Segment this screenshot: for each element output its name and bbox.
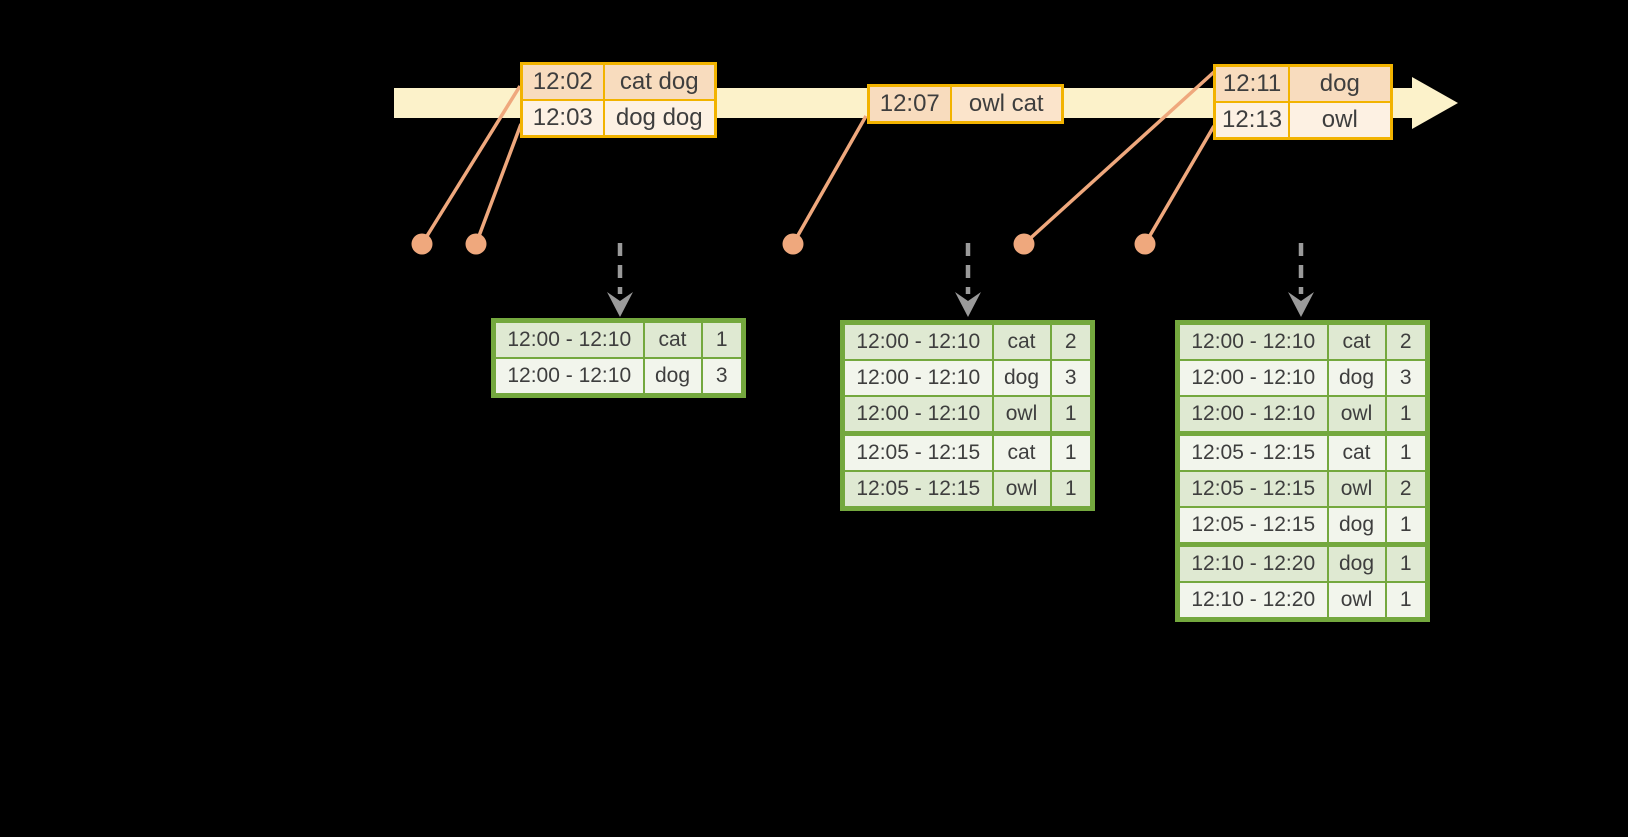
event-dot: [1134, 233, 1156, 255]
table-row: 12:00 - 12:10 cat 2: [841, 321, 1094, 361]
input-events-table-2: 12:07 owl cat: [867, 84, 1064, 124]
count-cell: 2: [1384, 470, 1429, 508]
words-cell: dog dog: [602, 99, 717, 138]
count-cell: 3: [1384, 359, 1429, 397]
table-row: 12:10 - 12:20 owl 1: [1176, 581, 1429, 621]
event-dot: [782, 233, 804, 255]
word-cell: cat: [991, 431, 1052, 472]
count-cell: 1: [700, 319, 745, 359]
table-row: 12:02 cat dog: [520, 62, 717, 101]
window-cell: 12:05 - 12:15: [1176, 470, 1329, 508]
word-cell: dog: [642, 357, 703, 397]
words-cell: owl cat: [949, 84, 1064, 124]
count-cell: 1: [1384, 542, 1429, 583]
window-cell: 12:00 - 12:10: [492, 319, 645, 359]
window-cell: 12:05 - 12:15: [1176, 506, 1329, 546]
table-row: 12:00 - 12:10 owl 1: [841, 395, 1094, 435]
word-cell: dog: [1326, 506, 1387, 546]
timeline-arrowhead-icon: [1412, 77, 1458, 129]
time-cell: 12:03: [520, 99, 605, 138]
trigger-arrowhead-icon: [1288, 292, 1314, 317]
window-cell: 12:10 - 12:20: [1176, 581, 1329, 621]
trigger-arrowhead-icon: [607, 292, 633, 317]
count-cell: 3: [1049, 359, 1094, 397]
window-cell: 12:00 - 12:10: [1176, 395, 1329, 435]
input-events-table-3: 12:11 dog 12:13 owl: [1213, 64, 1393, 140]
event-connector-line: [474, 123, 523, 245]
input-events-table-1: 12:02 cat dog 12:03 dog dog: [520, 62, 717, 138]
table-row: 12:05 - 12:15 owl 1: [841, 470, 1094, 510]
window-cell: 12:00 - 12:10: [841, 359, 994, 397]
windowed-counts-table-3: 12:00 - 12:10 cat 2 12:00 - 12:10 dog 3 …: [1175, 320, 1430, 622]
table-row: 12:03 dog dog: [520, 99, 717, 138]
window-cell: 12:05 - 12:15: [1176, 431, 1329, 472]
time-cell: 12:13: [1213, 101, 1291, 140]
time-cell: 12:02: [520, 62, 605, 101]
words-cell: dog: [1288, 64, 1393, 103]
window-cell: 12:05 - 12:15: [841, 470, 994, 510]
window-cell: 12:00 - 12:10: [1176, 321, 1329, 361]
time-cell: 12:11: [1213, 64, 1291, 103]
trigger-arrowhead-icon: [955, 292, 981, 317]
time-cell: 12:07: [867, 84, 952, 124]
word-cell: owl: [1326, 395, 1387, 435]
windowed-counts-table-2: 12:00 - 12:10 cat 2 12:00 - 12:10 dog 3 …: [840, 320, 1095, 511]
count-cell: 1: [1049, 395, 1094, 435]
event-connector-line: [1022, 70, 1216, 246]
word-cell: cat: [1326, 321, 1387, 361]
event-connector-line: [791, 115, 868, 245]
event-connector-lines: [420, 70, 1216, 246]
event-dot: [411, 233, 433, 255]
words-cell: cat dog: [602, 62, 717, 101]
word-cell: dog: [991, 359, 1052, 397]
event-connector-line: [1143, 125, 1216, 245]
table-row: 12:05 - 12:15 dog 1: [1176, 506, 1429, 546]
word-cell: owl: [1326, 470, 1387, 508]
table-row: 12:05 - 12:15 cat 1: [1176, 431, 1429, 472]
word-cell: owl: [1326, 581, 1387, 621]
event-dots: [411, 233, 1156, 255]
word-cell: cat: [642, 319, 703, 359]
word-cell: cat: [1326, 431, 1387, 472]
table-row: 12:07 owl cat: [867, 84, 1064, 124]
windowed-counts-table-1: 12:00 - 12:10 cat 1 12:00 - 12:10 dog 3: [491, 318, 746, 398]
count-cell: 1: [1384, 581, 1429, 621]
count-cell: 1: [1049, 470, 1094, 510]
table-row: 12:00 - 12:10 dog 3: [841, 359, 1094, 397]
word-cell: owl: [991, 470, 1052, 510]
count-cell: 2: [1384, 321, 1429, 361]
window-cell: 12:00 - 12:10: [841, 395, 994, 435]
event-connector-line: [420, 85, 522, 245]
count-cell: 2: [1049, 321, 1094, 361]
word-cell: dog: [1326, 542, 1387, 583]
table-row: 12:11 dog: [1213, 64, 1393, 103]
window-cell: 12:00 - 12:10: [492, 357, 645, 397]
table-row: 12:00 - 12:10 cat 2: [1176, 321, 1429, 361]
window-cell: 12:05 - 12:15: [841, 431, 994, 472]
table-row: 12:05 - 12:15 cat 1: [841, 431, 1094, 472]
table-row: 12:00 - 12:10 owl 1: [1176, 395, 1429, 435]
table-row: 12:00 - 12:10 dog 3: [492, 357, 745, 397]
count-cell: 1: [1384, 506, 1429, 546]
words-cell: owl: [1288, 101, 1393, 140]
word-cell: owl: [991, 395, 1052, 435]
table-row: 12:10 - 12:20 dog 1: [1176, 542, 1429, 583]
word-cell: cat: [991, 321, 1052, 361]
table-row: 12:05 - 12:15 owl 2: [1176, 470, 1429, 508]
window-cell: 12:00 - 12:10: [1176, 359, 1329, 397]
count-cell: 1: [1384, 395, 1429, 435]
count-cell: 1: [1384, 431, 1429, 472]
event-dot: [465, 233, 487, 255]
word-cell: dog: [1326, 359, 1387, 397]
window-cell: 12:00 - 12:10: [841, 321, 994, 361]
count-cell: 1: [1049, 431, 1094, 472]
table-row: 12:00 - 12:10 cat 1: [492, 319, 745, 359]
window-cell: 12:10 - 12:20: [1176, 542, 1329, 583]
event-dot: [1013, 233, 1035, 255]
count-cell: 3: [700, 357, 745, 397]
table-row: 12:00 - 12:10 dog 3: [1176, 359, 1429, 397]
table-row: 12:13 owl: [1213, 101, 1393, 140]
trigger-arrows: [607, 243, 1314, 317]
